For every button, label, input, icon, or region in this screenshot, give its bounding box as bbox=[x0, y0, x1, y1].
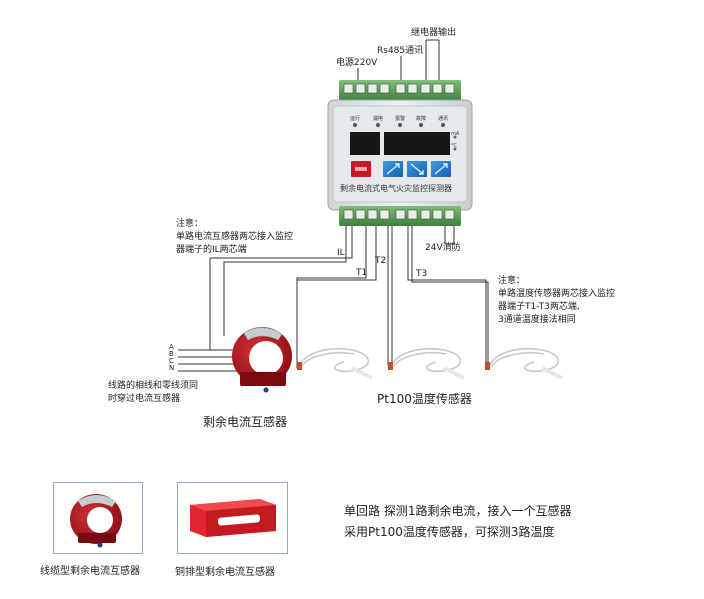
current-transformer bbox=[232, 327, 292, 393]
phase-b-label: B bbox=[169, 350, 174, 358]
thumb-busbar-caption: 铜排型剩余电流互感器 bbox=[175, 567, 275, 578]
display-left bbox=[350, 132, 380, 155]
note-current-line: 器端子的IL两芯端 bbox=[176, 245, 247, 255]
phase-n-label: N bbox=[169, 364, 175, 372]
rs485-label: Rs485通讯 bbox=[377, 46, 424, 56]
indicator-alarm-label: 报警 bbox=[394, 116, 405, 122]
thumb-busbar-ct bbox=[177, 482, 288, 554]
note-temp-title: 注意： bbox=[498, 276, 526, 286]
thumb-cable-caption: 线缆型剩余电流互感器 bbox=[40, 566, 140, 577]
phase-c-label: C bbox=[169, 357, 174, 365]
note-temperature: 注意： 单路温度传感器两芯接入监控 器端子T1-T3两芯端, 3通道温度接法相同 bbox=[498, 275, 615, 327]
dc24-label: 24V消防 bbox=[425, 243, 461, 253]
terminal-t1-label: T1 bbox=[356, 268, 368, 278]
description-line: 单回路 探测1路剩余电流，接入一个互感器 bbox=[344, 504, 572, 518]
note-current-title: 注意： bbox=[176, 219, 204, 229]
indicator-run-label: 运行 bbox=[349, 116, 360, 122]
power-label: 电源220V bbox=[336, 58, 378, 68]
pt100-tip-3 bbox=[485, 362, 490, 370]
unit-celsius-label: °C bbox=[451, 143, 457, 149]
cable-ct-image bbox=[70, 494, 122, 548]
ct-caption: 剩余电流互感器 bbox=[203, 415, 288, 429]
unit-ma-label: mA bbox=[451, 131, 460, 137]
note-current: 注意： 单路电流互感器两芯接入监控 器端子的IL两芯端 bbox=[176, 218, 293, 257]
top-leads bbox=[357, 39, 440, 84]
pt100-caption: Pt100温度传感器 bbox=[377, 392, 472, 406]
thumb-cable-ct bbox=[53, 482, 143, 554]
note-temp-line: 器端子T1-T3两芯端, bbox=[498, 302, 580, 312]
display-right bbox=[384, 132, 450, 155]
note-temp-line: 3通道温度接法相同 bbox=[498, 315, 576, 325]
description-line: 采用Pt100温度传感器，可探测3路温度 bbox=[344, 525, 555, 539]
indicator-leakage-label: 漏电 bbox=[372, 116, 383, 122]
line-note-line: 时穿过电流互感器 bbox=[108, 394, 181, 404]
relay-output-label: 继电器输出 bbox=[411, 28, 457, 38]
device-nameplate: 剩余电流式电气火灾监控探测器 bbox=[340, 184, 452, 193]
pt100-tip-2 bbox=[388, 362, 393, 370]
monitor-device bbox=[327, 80, 473, 226]
busbar-ct-image bbox=[190, 499, 276, 537]
line-note-line: 线路的相线和零线须同 bbox=[108, 381, 199, 391]
pt100-sensor-2 bbox=[391, 348, 465, 380]
pt100-sensor-3 bbox=[489, 348, 563, 380]
pt100-tip-1 bbox=[297, 362, 302, 370]
note-current-line: 单路电流互感器两芯接入监控 bbox=[176, 232, 294, 242]
line-note: 线路的相线和零线须同 时穿过电流互感器 bbox=[108, 380, 198, 406]
phase-a-label: A bbox=[169, 343, 174, 351]
terminal-il-label: IL bbox=[337, 248, 345, 258]
note-temp-line: 单路温度传感器两芯接入监控 bbox=[498, 289, 616, 299]
pt100-sensor-1 bbox=[299, 348, 373, 380]
indicator-comm-label: 通讯 bbox=[437, 116, 448, 122]
wiring bbox=[209, 226, 489, 368]
terminal-t2-label: T2 bbox=[375, 256, 387, 266]
indicator-fault-label: 故障 bbox=[415, 116, 426, 122]
description: 单回路 探测1路剩余电流，接入一个互感器 采用Pt100温度传感器，可探测3路温… bbox=[344, 501, 571, 543]
terminal-t3-label: T3 bbox=[416, 269, 428, 279]
